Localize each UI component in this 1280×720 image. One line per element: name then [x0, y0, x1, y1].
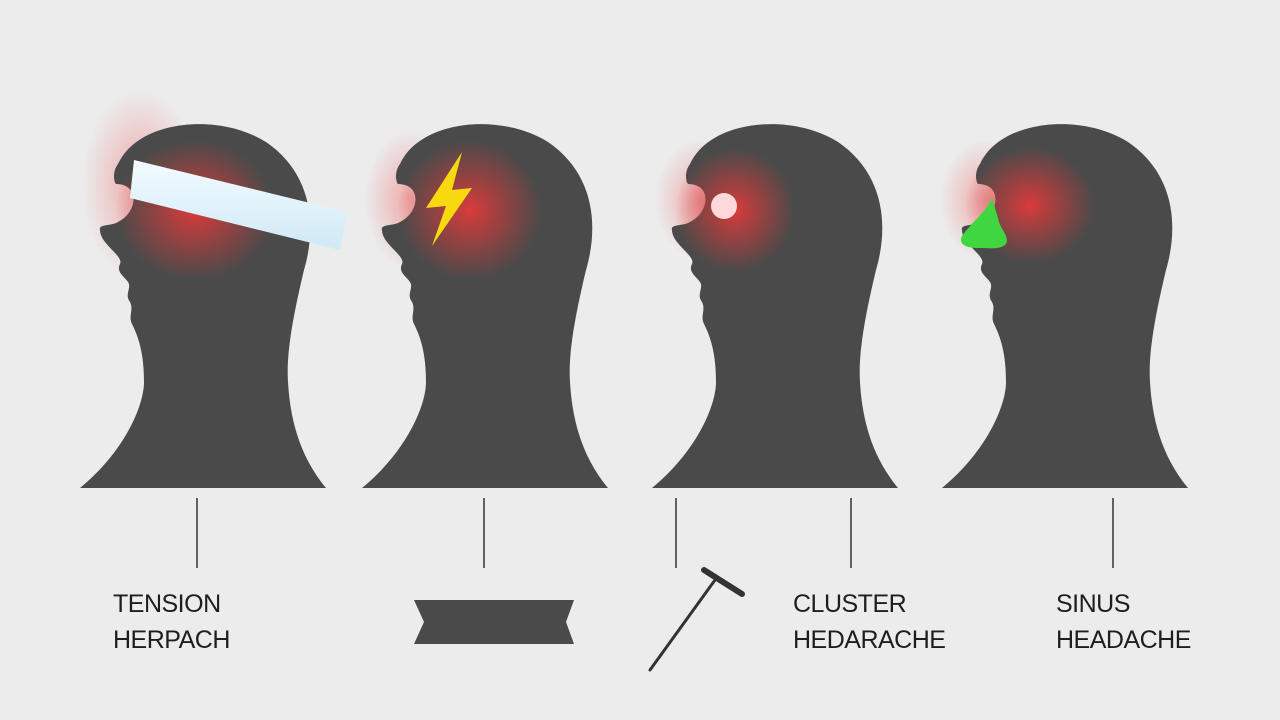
pain-glow	[398, 140, 542, 280]
head-cluster	[652, 124, 898, 488]
nail-icon	[648, 567, 745, 672]
nose-highlight-icon	[960, 198, 1007, 249]
head-tension	[80, 90, 347, 488]
label-line: SINUS	[1056, 590, 1130, 618]
label-line: CLUSTER	[793, 590, 907, 618]
label-line: HEADACHE	[1056, 626, 1191, 654]
headband-icon	[130, 160, 347, 250]
connector-lines	[196, 498, 1114, 568]
label-sinus-headache: SINUS HEADACHE	[1056, 586, 1191, 658]
band-shape-icon	[414, 600, 574, 644]
eye-spot-icon	[711, 193, 737, 219]
label-cluster-headache: CLUSTER HEDARACHE	[793, 586, 946, 658]
label-line: HEDARACHE	[793, 626, 946, 654]
label-line: TENSION	[113, 590, 221, 618]
head-migraine	[362, 124, 608, 488]
lightning-bolt-icon	[426, 152, 472, 246]
label-line: HERPACH	[113, 626, 230, 654]
head-sinus	[940, 124, 1188, 488]
label-tension-headache: TENSION HERPACH	[113, 586, 230, 658]
